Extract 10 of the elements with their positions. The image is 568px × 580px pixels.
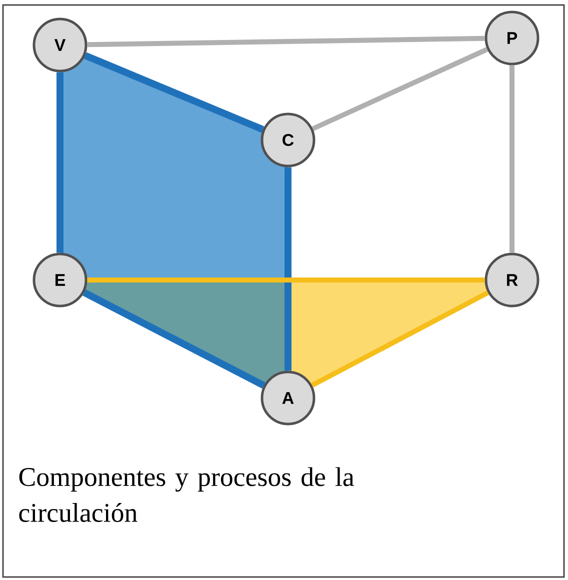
line	[510, 65, 514, 253]
caption: Componentes y procesos de la circulación	[19, 467, 354, 522]
line	[310, 290, 490, 388]
line	[284, 167, 292, 371]
line	[87, 36, 485, 48]
line	[82, 289, 266, 389]
line	[87, 278, 485, 282]
line	[56, 72, 64, 253]
line	[312, 47, 488, 131]
line	[84, 52, 264, 133]
